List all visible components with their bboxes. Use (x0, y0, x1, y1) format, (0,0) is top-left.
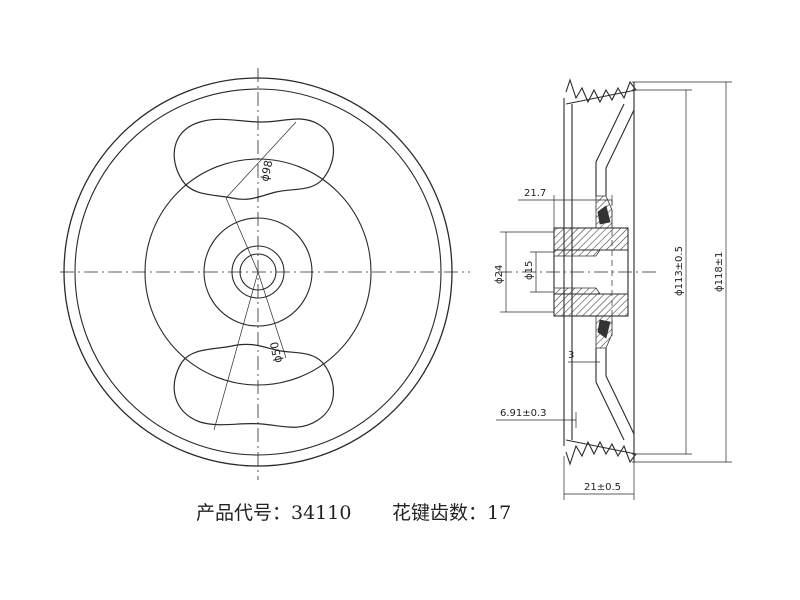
web-bottom-dark (597, 319, 611, 339)
outer-rim-circle (63, 77, 453, 467)
dim-21-7-label: 21.7 (524, 188, 546, 199)
lower-web (595, 348, 635, 441)
bottom-kidney-window (173, 343, 334, 428)
dim-21-label: 21±0.5 (584, 482, 621, 493)
bottom-rim-bottom (565, 439, 637, 455)
hub-top-hatch (553, 227, 629, 257)
dim-98-line (225, 121, 297, 199)
product-code-caption: 产品代号：34110 (196, 502, 352, 524)
dim-50-leader (257, 271, 287, 359)
hub-bottom-hatch (553, 287, 629, 317)
dim-50-label: ϕ50 (268, 341, 285, 365)
inner-rim-circle (74, 88, 442, 456)
section-dimensions (496, 81, 732, 500)
dim-15-label: ϕ15 (524, 261, 535, 280)
top-rim-top (565, 89, 637, 105)
dim-98-label: ϕ98 (258, 159, 275, 183)
dim-3-label: 3 (568, 350, 574, 361)
top-kidney-window (173, 118, 334, 200)
front-view (60, 68, 470, 480)
dim-98-extension (225, 197, 259, 273)
spline-teeth-caption: 花键齿数：17 (392, 502, 512, 524)
upper-web (595, 103, 635, 196)
bore-outer-circle (231, 245, 285, 299)
dim-118-label: ϕ118±1 (714, 252, 725, 292)
top-grooves (565, 78, 637, 104)
web-circle (144, 158, 372, 386)
bore-inner-circle (239, 253, 277, 291)
hub-circle (203, 217, 313, 327)
dim-50-line (213, 271, 259, 431)
web-top-dark (597, 205, 611, 225)
section-hatching (553, 195, 629, 349)
dim-6-91-label: 6.91±0.3 (500, 408, 547, 419)
section-view (498, 78, 660, 466)
dim-24-label: ϕ24 (494, 265, 505, 284)
bottom-grooves (565, 440, 637, 466)
dim-113-label: ϕ113±0.5 (674, 246, 685, 296)
